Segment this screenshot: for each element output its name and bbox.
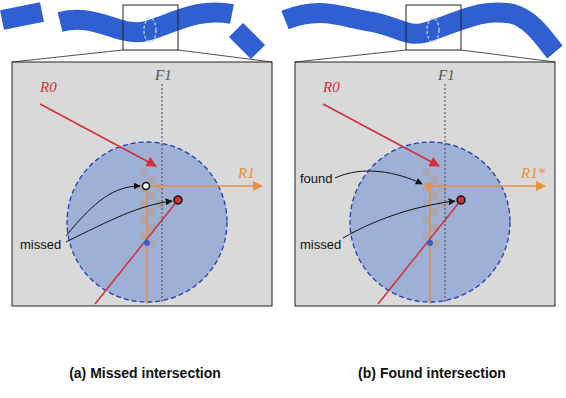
plane-label: F1 xyxy=(155,68,172,83)
ray-label: R0 xyxy=(323,80,340,95)
ray-label: R0 xyxy=(40,80,57,95)
ray-label: R1 xyxy=(238,166,255,181)
subfigure-caption: (a) Missed intersection xyxy=(69,366,221,380)
plane-label: F1 xyxy=(438,68,455,83)
callout-note: missed xyxy=(300,238,341,251)
ray-label: R1* xyxy=(521,166,545,181)
subfigure-caption: (b) Found intersection xyxy=(358,366,506,380)
callout-note: missed xyxy=(20,238,61,251)
callout-note: found xyxy=(300,172,333,185)
